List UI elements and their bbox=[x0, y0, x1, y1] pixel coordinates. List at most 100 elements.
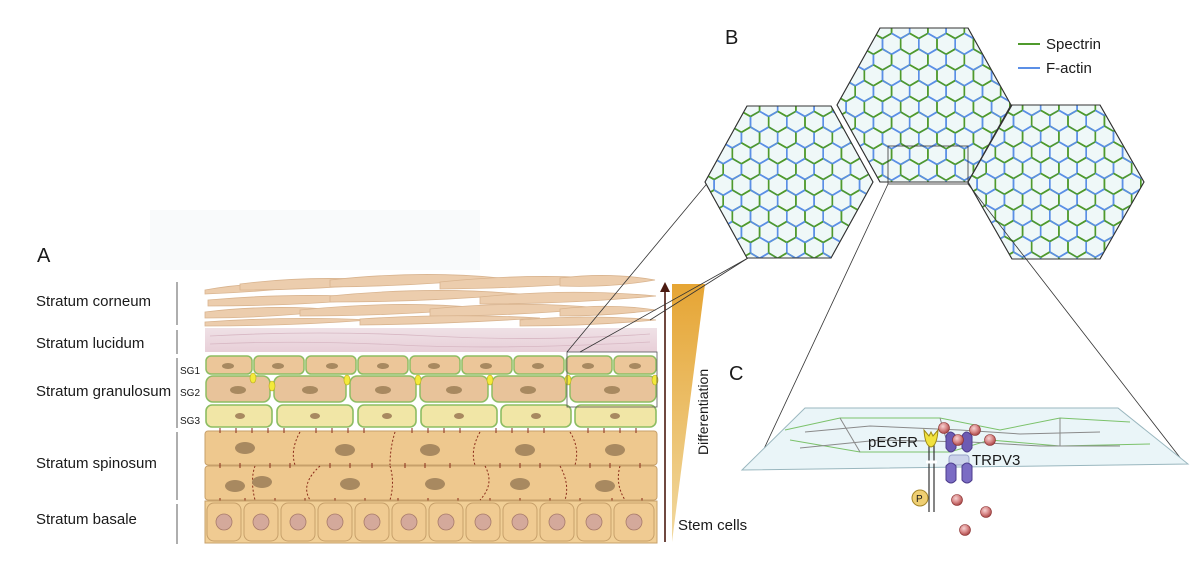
lattice-edge bbox=[905, 253, 914, 258]
lattice-edge bbox=[854, 79, 865, 87]
lattice-edge bbox=[968, 251, 978, 258]
lattice-edge bbox=[1085, 219, 1096, 227]
lattice-edge bbox=[968, 204, 969, 211]
lattice-edge bbox=[804, 220, 815, 228]
lattice-edge bbox=[955, 191, 964, 196]
lattice-edge bbox=[723, 285, 732, 290]
lattice-edge bbox=[796, 269, 805, 274]
lattice-edge bbox=[882, 111, 893, 118]
lattice-edge bbox=[873, 18, 882, 23]
lattice-edge bbox=[760, 269, 769, 274]
lattice-edge bbox=[1010, 2, 1019, 7]
lattice-edge bbox=[841, 285, 850, 290]
lattice-edge bbox=[1077, 268, 1086, 273]
lattice-edge bbox=[1159, 236, 1168, 241]
lattice-edge bbox=[731, 252, 742, 258]
lattice-edge bbox=[778, 80, 787, 85]
lattice-edge bbox=[1059, 284, 1068, 289]
lattice-edge bbox=[1050, 79, 1059, 84]
lattice-edge bbox=[1058, 235, 1069, 243]
lattice-edge bbox=[1114, 268, 1123, 273]
lattice-edge bbox=[892, 18, 901, 23]
lattice-edge bbox=[1150, 189, 1159, 194]
lattice-edge bbox=[914, 253, 923, 258]
lattice-edge bbox=[1177, 173, 1186, 178]
lattice-edge bbox=[777, 110, 788, 118]
lattice-edge bbox=[713, 142, 724, 149]
lattice-edge bbox=[928, 191, 937, 196]
lattice-edge bbox=[896, 253, 905, 258]
lattice-edge bbox=[722, 189, 733, 196]
lattice-edge bbox=[946, 191, 955, 196]
lattice-edge bbox=[1104, 284, 1113, 289]
lattice-edge bbox=[1013, 141, 1023, 148]
lattice-edge bbox=[891, 32, 902, 40]
lattice-edge bbox=[1168, 95, 1177, 100]
lattice-edge bbox=[1022, 204, 1033, 211]
lattice-edge bbox=[1049, 156, 1060, 164]
lattice-edge bbox=[768, 142, 779, 149]
lattice-edge bbox=[994, 251, 1005, 258]
lattice-edge bbox=[819, 49, 828, 54]
lattice-edge bbox=[1140, 219, 1144, 227]
lattice-edge bbox=[1095, 268, 1104, 273]
lattice-edge bbox=[873, 191, 882, 196]
lattice-edge bbox=[854, 48, 865, 55]
lattice-edge bbox=[950, 268, 959, 273]
lattice-edge bbox=[1041, 95, 1050, 100]
lattice-edge bbox=[804, 189, 815, 196]
lattice-edge bbox=[1168, 268, 1177, 273]
lattice-edge bbox=[918, 127, 929, 134]
lattice-edge bbox=[732, 80, 741, 85]
lattice-edge bbox=[1009, 95, 1011, 103]
lattice-edge bbox=[941, 236, 950, 241]
lattice-edge bbox=[696, 269, 705, 274]
lattice-edge bbox=[777, 252, 788, 258]
lattice-edge bbox=[954, 127, 965, 134]
lattice-edge bbox=[1031, 156, 1042, 164]
lattice-edge bbox=[1131, 219, 1142, 227]
lattice-edge bbox=[786, 189, 797, 196]
lattice-edge bbox=[751, 269, 760, 274]
lattice-edge bbox=[1058, 204, 1069, 211]
lattice-edge bbox=[887, 222, 896, 227]
lattice-edge bbox=[905, 222, 914, 227]
lattice-edge bbox=[859, 220, 870, 228]
lattice-edge bbox=[1168, 189, 1177, 194]
lattice-edge bbox=[1019, 18, 1028, 23]
lattice-edge bbox=[896, 222, 905, 227]
lattice-edge bbox=[1013, 219, 1024, 227]
lattice-edge bbox=[1040, 156, 1051, 164]
lattice-edge bbox=[854, 127, 865, 134]
lattice-edge bbox=[900, 32, 911, 40]
lattice-edge bbox=[722, 252, 733, 258]
lattice-edge bbox=[882, 158, 892, 166]
lattice-edge bbox=[1050, 268, 1059, 273]
lattice-edge bbox=[873, 158, 883, 166]
lattice-edge bbox=[887, 269, 896, 274]
lattice-edge bbox=[1094, 141, 1105, 148]
lattice-edge bbox=[1140, 125, 1144, 132]
lattice-edge bbox=[901, 18, 910, 23]
lattice-edge bbox=[1019, 81, 1028, 86]
lattice-edge bbox=[882, 48, 893, 55]
lattice-edge bbox=[778, 96, 787, 101]
lattice-edge bbox=[868, 236, 873, 244]
lattice-edge bbox=[910, 18, 919, 23]
lattice-edge bbox=[864, 18, 873, 23]
lattice-edge bbox=[804, 142, 815, 149]
lattice-edge bbox=[964, 18, 973, 23]
lattice-edge bbox=[1013, 156, 1024, 164]
lattice-edge bbox=[841, 142, 851, 149]
lattice-edge bbox=[819, 65, 828, 70]
lattice-edge bbox=[1003, 156, 1014, 164]
spinosum-nuclei bbox=[225, 442, 625, 492]
panel-a: A Stratum corneum Stratum lucidum Stratu… bbox=[36, 245, 747, 544]
lattice-edge bbox=[864, 207, 873, 212]
lattice-edge bbox=[819, 49, 828, 54]
lattice-edge bbox=[822, 126, 833, 133]
lattice-edge bbox=[995, 284, 1004, 289]
lattice-edge bbox=[705, 142, 715, 149]
lattice-edge bbox=[741, 269, 750, 274]
lattice-edge bbox=[900, 48, 911, 55]
